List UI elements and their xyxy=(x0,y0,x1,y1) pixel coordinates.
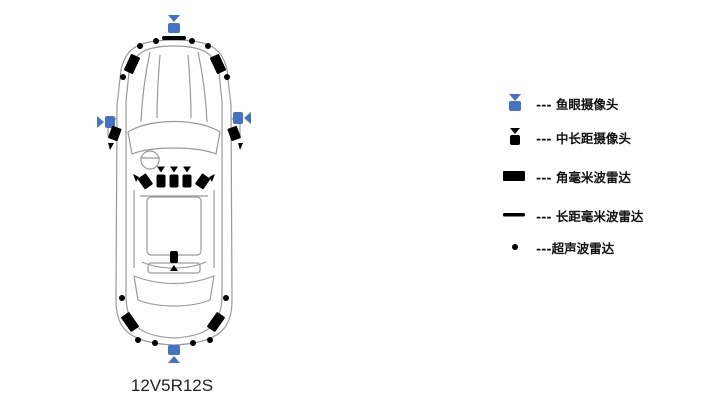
legend-item-corner-radar: --- 角毫米波雷达 xyxy=(498,161,631,191)
ultrasonic-radar-6 xyxy=(224,74,230,80)
legend-item-mid-long-camera: --- 中长距摄像头 xyxy=(498,122,631,152)
mid-long-range-camera-icon xyxy=(498,122,532,152)
right-fisheye-camera xyxy=(233,112,251,124)
right-side-camera xyxy=(195,173,211,190)
ultrasonic-radar-11 xyxy=(190,340,196,346)
left-mirror-camera-lens xyxy=(108,143,114,150)
fisheye-camera-icon xyxy=(498,88,532,118)
legend-label: --- 中长距摄像头 xyxy=(536,130,631,146)
legend-label: --- 角毫米波雷达 xyxy=(536,169,631,185)
car-outline xyxy=(107,39,241,346)
front-left-corner-radar xyxy=(123,54,141,74)
long-range-mmwave-radar-icon xyxy=(498,200,532,230)
front-camera-center xyxy=(169,166,179,188)
left-side-camera-lens xyxy=(133,174,139,182)
legend: --- 鱼眼摄像头 --- 中长距摄像头 --- 角毫米波雷达 --- 长距毫米… xyxy=(498,88,698,268)
rear-fisheye-camera xyxy=(168,345,180,363)
ultrasonic-radar-9 xyxy=(135,337,141,343)
legend-label: --- 鱼眼摄像头 xyxy=(536,96,619,112)
ultrasonic-radar-icon xyxy=(498,232,532,262)
legend-label: ---超声波雷达 xyxy=(536,240,615,256)
corner-mmwave-radar-icon xyxy=(498,161,532,191)
right-mirror-camera-lens xyxy=(238,143,243,150)
legend-item-long-radar: --- 长距毫米波雷达 xyxy=(498,200,643,230)
ultrasonic-radar-12 xyxy=(207,337,213,343)
legend-item-ultrasonic: ---超声波雷达 xyxy=(498,232,614,262)
configuration-label: 12V5R12S xyxy=(130,376,214,395)
front-long-range-radar xyxy=(162,36,186,40)
left-fisheye-camera xyxy=(97,116,115,128)
ultrasonic-radar-7 xyxy=(119,295,125,301)
right-side-camera-lens xyxy=(209,174,215,182)
ultrasonic-radar-3 xyxy=(189,38,195,44)
front-fisheye-camera xyxy=(168,15,180,33)
left-side-camera xyxy=(137,173,153,190)
front-camera-right xyxy=(182,166,192,188)
rear-left-corner-radar xyxy=(121,312,139,332)
rear-camera xyxy=(170,251,178,271)
ultrasonic-radar-8 xyxy=(223,295,229,301)
ultrasonic-radar-2 xyxy=(153,38,159,44)
front-camera-left xyxy=(156,166,166,188)
legend-item-fisheye: --- 鱼眼摄像头 xyxy=(498,88,618,118)
rear-right-corner-radar xyxy=(207,312,225,332)
legend-label: --- 长距毫米波雷达 xyxy=(536,208,644,224)
front-right-corner-radar xyxy=(209,54,227,74)
left-mirror-camera xyxy=(108,125,122,142)
right-mirror-camera xyxy=(227,125,241,142)
ultrasonic-radar-1 xyxy=(137,43,143,49)
ultrasonic-radar-5 xyxy=(120,74,126,80)
ultrasonic-radar-4 xyxy=(205,43,211,49)
ultrasonic-radar-10 xyxy=(152,340,158,346)
